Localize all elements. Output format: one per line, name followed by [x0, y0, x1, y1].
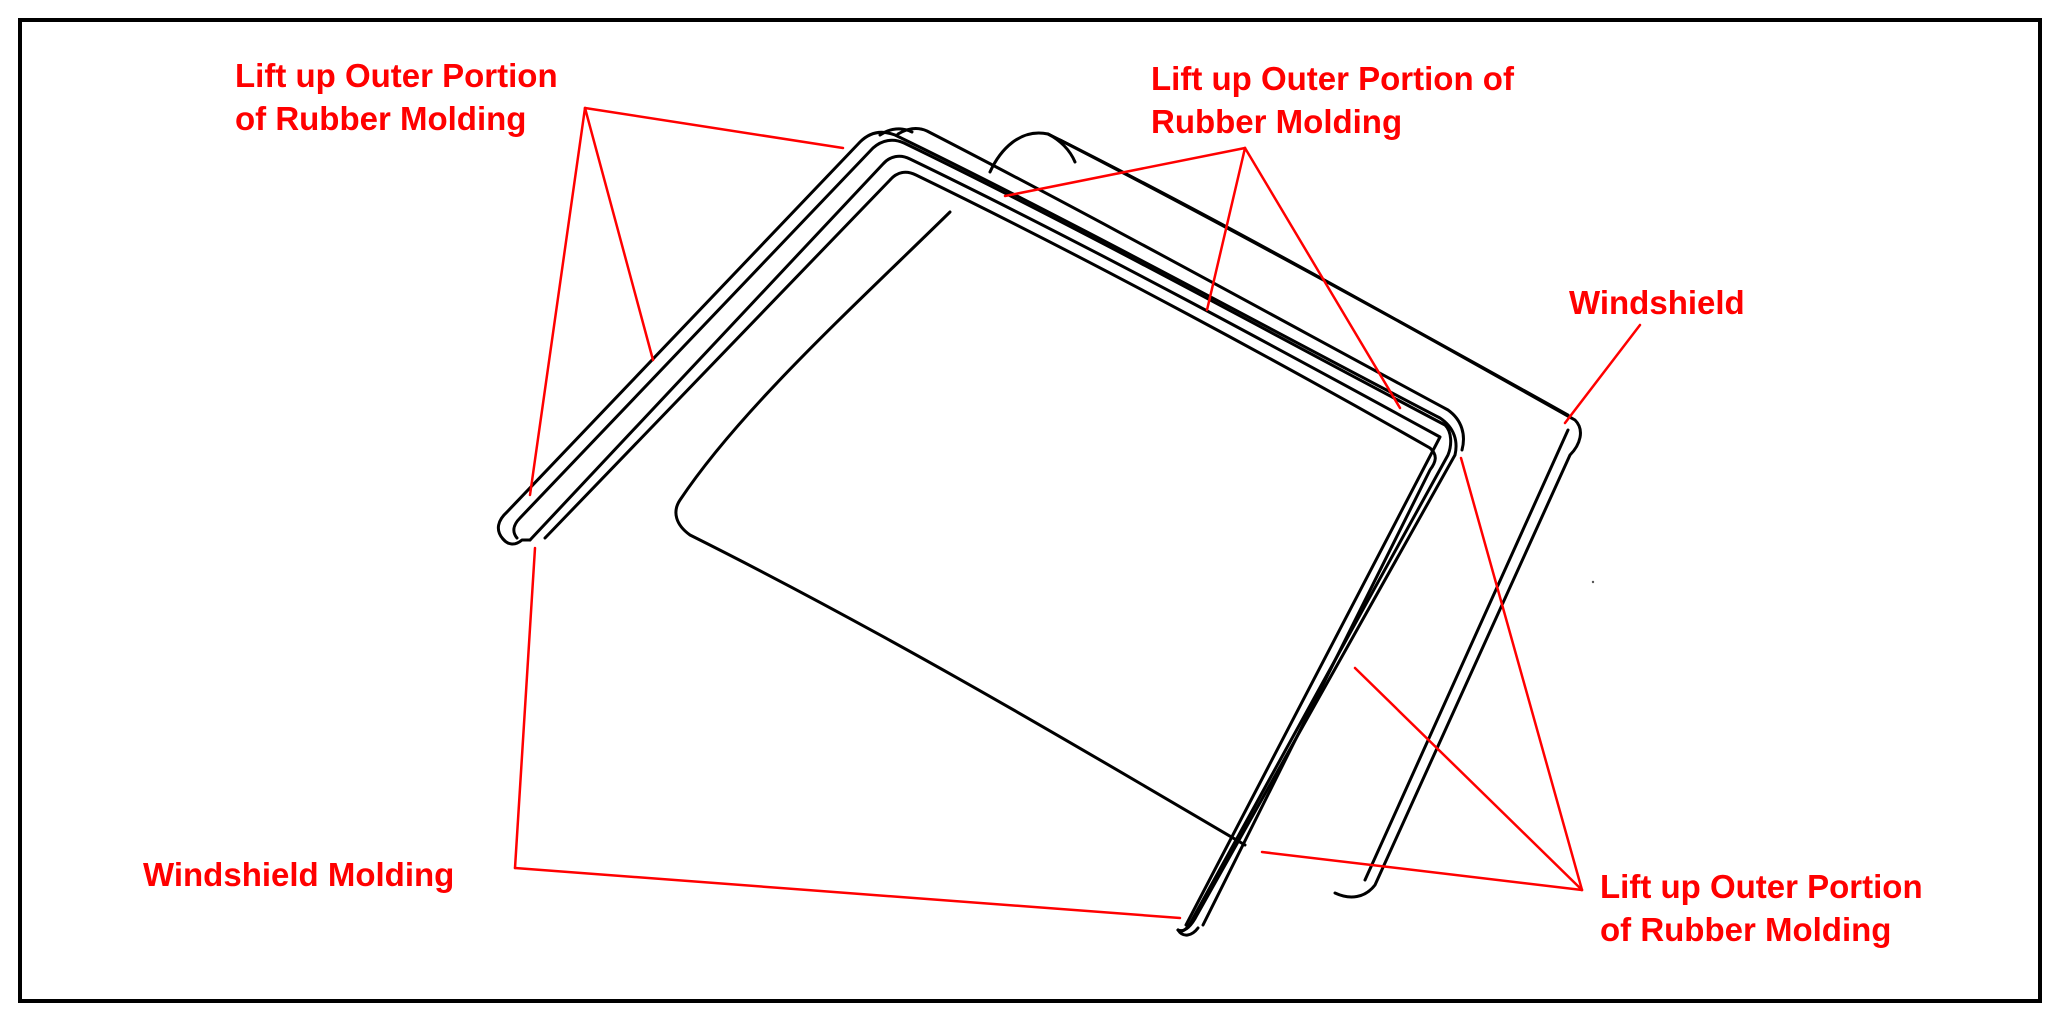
windshield-glass [988, 131, 1582, 899]
callout-line-top-left-a [583, 106, 845, 150]
callout-line-top-right-c [1243, 146, 1402, 410]
label-lift-up-top-left: Lift up Outer Portion of Rubber Molding [235, 54, 558, 140]
label-line: Lift up Outer Portion [235, 57, 558, 94]
label-windshield: Windshield [1569, 281, 1745, 324]
label-windshield-molding: Windshield Molding [143, 853, 454, 896]
label-line: of Rubber Molding [1600, 911, 1892, 948]
callout-line-bottom-right-b [1459, 456, 1584, 892]
callout-line-top-left-b [583, 106, 655, 362]
diagram-frame [18, 18, 2042, 1003]
label-line: Lift up Outer Portion [1600, 868, 1923, 905]
callout-line-top-left-c [528, 106, 587, 497]
stray-dot [1591, 580, 1595, 584]
label-lift-up-bottom-right: Lift up Outer Portion of Rubber Molding [1600, 865, 1923, 951]
glass-inner-edge [674, 210, 1247, 847]
label-line: of Rubber Molding [235, 100, 527, 137]
label-line: Windshield [1569, 284, 1745, 321]
callout-line-top-right-a [1003, 146, 1247, 198]
callout-line-bottom-right-a [1353, 666, 1584, 892]
callout-line-windshield [1563, 323, 1642, 425]
label-lift-up-top-right: Lift up Outer Portion of Rubber Molding [1151, 57, 1514, 143]
label-line: Windshield Molding [143, 856, 455, 893]
label-line: Lift up Outer Portion of [1151, 60, 1514, 97]
callout-line-bottom-right-c [1260, 850, 1584, 892]
label-line: Rubber Molding [1151, 103, 1403, 140]
callout-lines [513, 106, 1642, 920]
callout-line-molding-a [513, 546, 537, 870]
callout-line-molding-b [513, 866, 1182, 920]
callout-line-top-right-b [1205, 146, 1247, 312]
windshield-molding [496, 127, 1465, 937]
